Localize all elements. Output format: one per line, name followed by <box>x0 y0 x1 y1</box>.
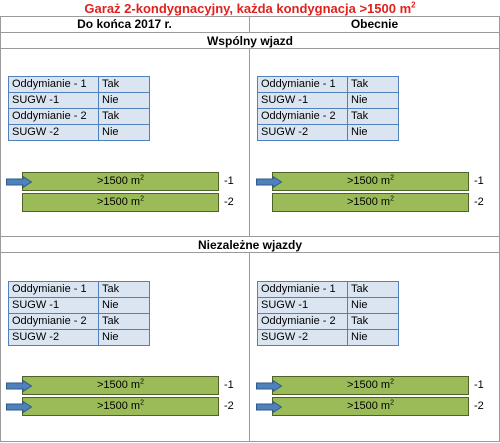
entrance-arrow-icon <box>256 176 282 188</box>
table-cell: Oddymianie - 2 <box>257 313 348 330</box>
table-cell: SUGW -1 <box>8 92 99 109</box>
table-cell: SUGW -2 <box>257 329 348 346</box>
grid-line <box>249 252 250 442</box>
table-cell: Oddymianie - 1 <box>8 281 99 298</box>
table-cell: Tak <box>98 76 150 93</box>
entrance-arrow-icon <box>6 380 32 392</box>
level-label: -2 <box>474 196 484 208</box>
grid-line <box>0 16 500 17</box>
floor-level-minus-2: >1500 m2 <box>22 193 219 212</box>
table-cell: Nie <box>98 297 150 314</box>
table-cell: Oddymianie - 2 <box>8 313 99 330</box>
table-cell: SUGW -1 <box>8 297 99 314</box>
floor-level-minus-2: >1500 m2 <box>272 193 469 212</box>
table-cell: Tak <box>98 281 150 298</box>
table-cell: SUGW -1 <box>257 297 348 314</box>
grid-line <box>249 16 250 33</box>
floor-level-minus-1: >1500 m2 <box>272 376 469 395</box>
floor-level-minus-1: >1500 m2 <box>272 172 469 191</box>
table-cell: Tak <box>98 313 150 330</box>
table-cell: Oddymianie - 1 <box>257 281 348 298</box>
level-label: -1 <box>474 175 484 187</box>
table-cell: SUGW -2 <box>8 329 99 346</box>
table-cell: Oddymianie - 2 <box>257 108 348 125</box>
column-header-current: Obecnie <box>350 17 399 31</box>
level-label: -1 <box>474 379 484 391</box>
table-cell: Nie <box>98 92 150 109</box>
table-cell: Nie <box>98 329 150 346</box>
entrance-arrow-icon <box>6 176 32 188</box>
floor-level-minus-1: >1500 m2 <box>22 376 219 395</box>
table-cell: SUGW -2 <box>257 124 348 141</box>
grid-line <box>0 441 500 442</box>
floor-level-minus-1: >1500 m2 <box>22 172 219 191</box>
section-header-shared-entrance: Wspólny wjazd <box>206 34 293 48</box>
entrance-arrow-icon <box>256 401 282 413</box>
level-label: -2 <box>474 400 484 412</box>
entrance-arrow-icon <box>256 380 282 392</box>
table-cell: Nie <box>98 124 150 141</box>
grid-line <box>0 32 500 33</box>
table-cell: Tak <box>347 281 399 298</box>
grid-line <box>0 252 500 253</box>
table-cell: Tak <box>347 108 399 125</box>
table-cell: Oddymianie - 2 <box>8 108 99 125</box>
table-cell: Nie <box>347 329 399 346</box>
table-cell: Tak <box>347 313 399 330</box>
table-cell: Oddymianie - 1 <box>8 76 99 93</box>
diagram-title: Garaż 2-kondygnacyjny, każda kondygnacja… <box>84 0 416 16</box>
table-cell: SUGW -2 <box>8 124 99 141</box>
grid-line <box>0 16 1 442</box>
floor-level-minus-2: >1500 m2 <box>272 397 469 416</box>
level-label: -1 <box>224 175 234 187</box>
table-cell: Tak <box>98 108 150 125</box>
table-cell: SUGW -1 <box>257 92 348 109</box>
table-cell: Nie <box>347 92 399 109</box>
column-header-before-2017: Do końca 2017 r. <box>77 17 172 31</box>
level-label: -1 <box>224 379 234 391</box>
table-cell: Nie <box>347 297 399 314</box>
grid-line <box>0 236 500 237</box>
table-cell: Nie <box>347 124 399 141</box>
section-header-independent-entrances: Niezależne wjazdy <box>197 238 303 252</box>
entrance-arrow-icon <box>6 401 32 413</box>
table-cell: Oddymianie - 1 <box>257 76 348 93</box>
level-label: -2 <box>224 196 234 208</box>
table-cell: Tak <box>347 76 399 93</box>
grid-line <box>249 48 250 237</box>
floor-level-minus-2: >1500 m2 <box>22 397 219 416</box>
level-label: -2 <box>224 400 234 412</box>
grid-line <box>0 48 500 49</box>
